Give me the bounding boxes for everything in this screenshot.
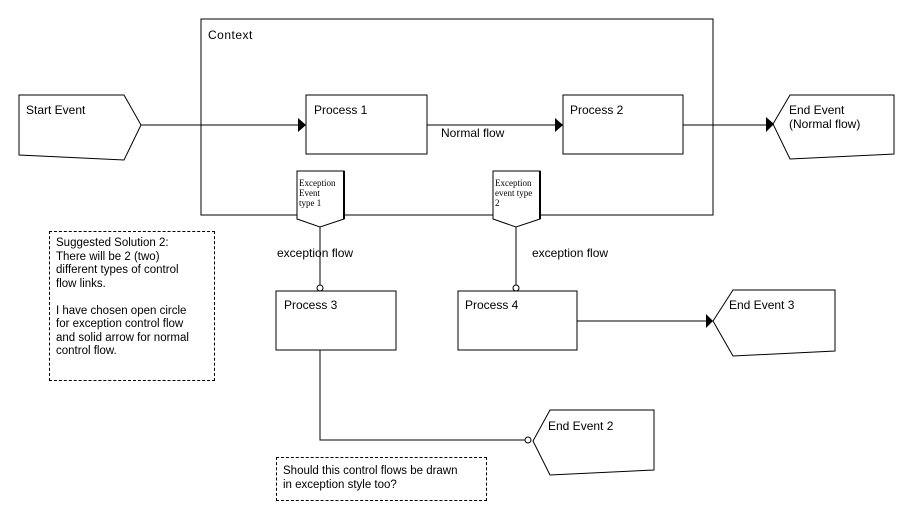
exception-flow-1-label: exception flow bbox=[277, 246, 354, 260]
process-1-box[interactable] bbox=[305, 94, 428, 155]
context-label: Context bbox=[208, 28, 253, 42]
end-event-2-label: End Event 2 bbox=[548, 419, 614, 433]
process-1-label: Process 1 bbox=[314, 103, 368, 117]
note-suggested-solution bbox=[49, 231, 215, 381]
flow-process-3-to-end-event-2 bbox=[319, 350, 525, 441]
exception-event-1-label: Exception Event type 1 bbox=[299, 178, 336, 208]
start-event-label: Start Event bbox=[26, 103, 86, 117]
process-4-box[interactable] bbox=[457, 290, 578, 351]
end-event-2-circle bbox=[524, 436, 532, 444]
context-frame bbox=[200, 18, 714, 216]
end-event-3-label: End Event 3 bbox=[729, 298, 795, 312]
arrowhead-process-2 bbox=[555, 118, 563, 132]
end-event-shape[interactable] bbox=[772, 94, 895, 160]
process-2-box[interactable] bbox=[562, 94, 684, 155]
exception-flow-2-circle bbox=[512, 284, 520, 292]
note-question bbox=[276, 457, 487, 501]
process-4-label: Process 4 bbox=[465, 298, 519, 312]
exception-event-1-shape[interactable] bbox=[296, 170, 345, 228]
exception-event-2-shape[interactable] bbox=[492, 170, 541, 228]
exception-event-2-label: Exception event type 2 bbox=[495, 178, 533, 208]
exception-flow-1-circle bbox=[316, 284, 324, 292]
normal-flow-label: Normal flow bbox=[441, 126, 505, 140]
note-suggested-solution-text: Suggested Solution 2: There will be 2 (t… bbox=[56, 237, 189, 357]
arrowhead-end-event-3 bbox=[706, 314, 713, 328]
arrowhead-end-event bbox=[766, 117, 774, 132]
arrowhead-process-1 bbox=[298, 118, 306, 132]
exception-flow-2-label: exception flow bbox=[532, 246, 609, 260]
end-event-3-shape[interactable] bbox=[712, 289, 836, 357]
process-3-box[interactable] bbox=[275, 290, 397, 351]
start-event-shape[interactable] bbox=[18, 94, 142, 161]
end-event-2-shape[interactable] bbox=[532, 409, 655, 476]
end-event-label: End Event (Normal flow) bbox=[789, 103, 861, 131]
note-question-text: Should this control flows be drawn in ex… bbox=[283, 465, 458, 491]
process-2-label: Process 2 bbox=[570, 103, 624, 117]
process-3-label: Process 3 bbox=[284, 298, 338, 312]
